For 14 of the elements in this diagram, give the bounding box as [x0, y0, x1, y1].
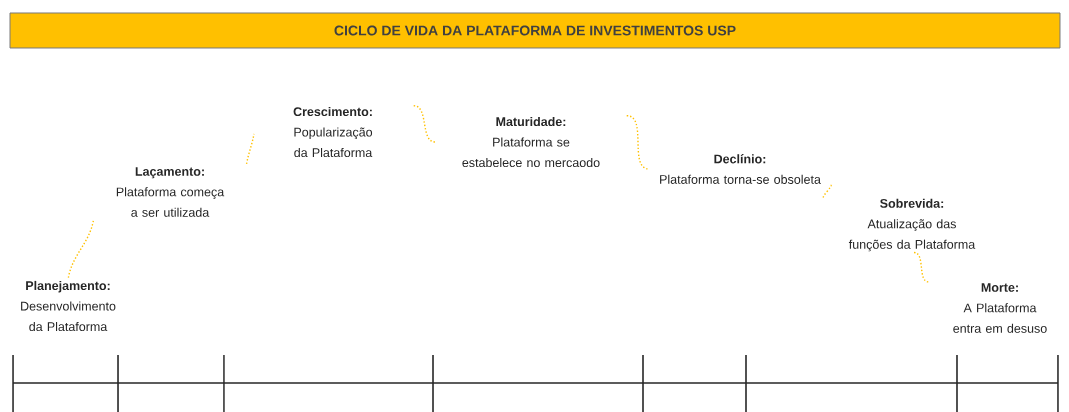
stage-text: Declínio: Plataforma torna-se obsoleta [660, 154, 821, 184]
stage-text: Planejamento: Desenvolvimento da Plataforma [21, 280, 116, 332]
dotted-connector [245, 133, 255, 165]
dotted-connector [913, 251, 930, 283]
title-banner: CICLO DE VIDA DA PLATAFORMA DE INVESTIMENTOS USP [9, 12, 1061, 49]
stage-text: Laçamento: Plataforma começa a ser utilizada [116, 167, 225, 217]
dotted-connector [413, 105, 436, 143]
stage-text: Maturidade: Plataforma se estabelece no mercaodo [462, 116, 600, 168]
stage-text: Crescimento: Popularização da Plataforma [293, 106, 373, 158]
stage-text: Sobrevida: Atualização das funções da Plataforma [848, 198, 976, 252]
dotted-connector [67, 219, 95, 279]
dotted-connector [822, 184, 832, 199]
dotted-connector [626, 115, 650, 170]
stage-text: Morte: A Plataforma entra em desuso [953, 283, 1047, 333]
